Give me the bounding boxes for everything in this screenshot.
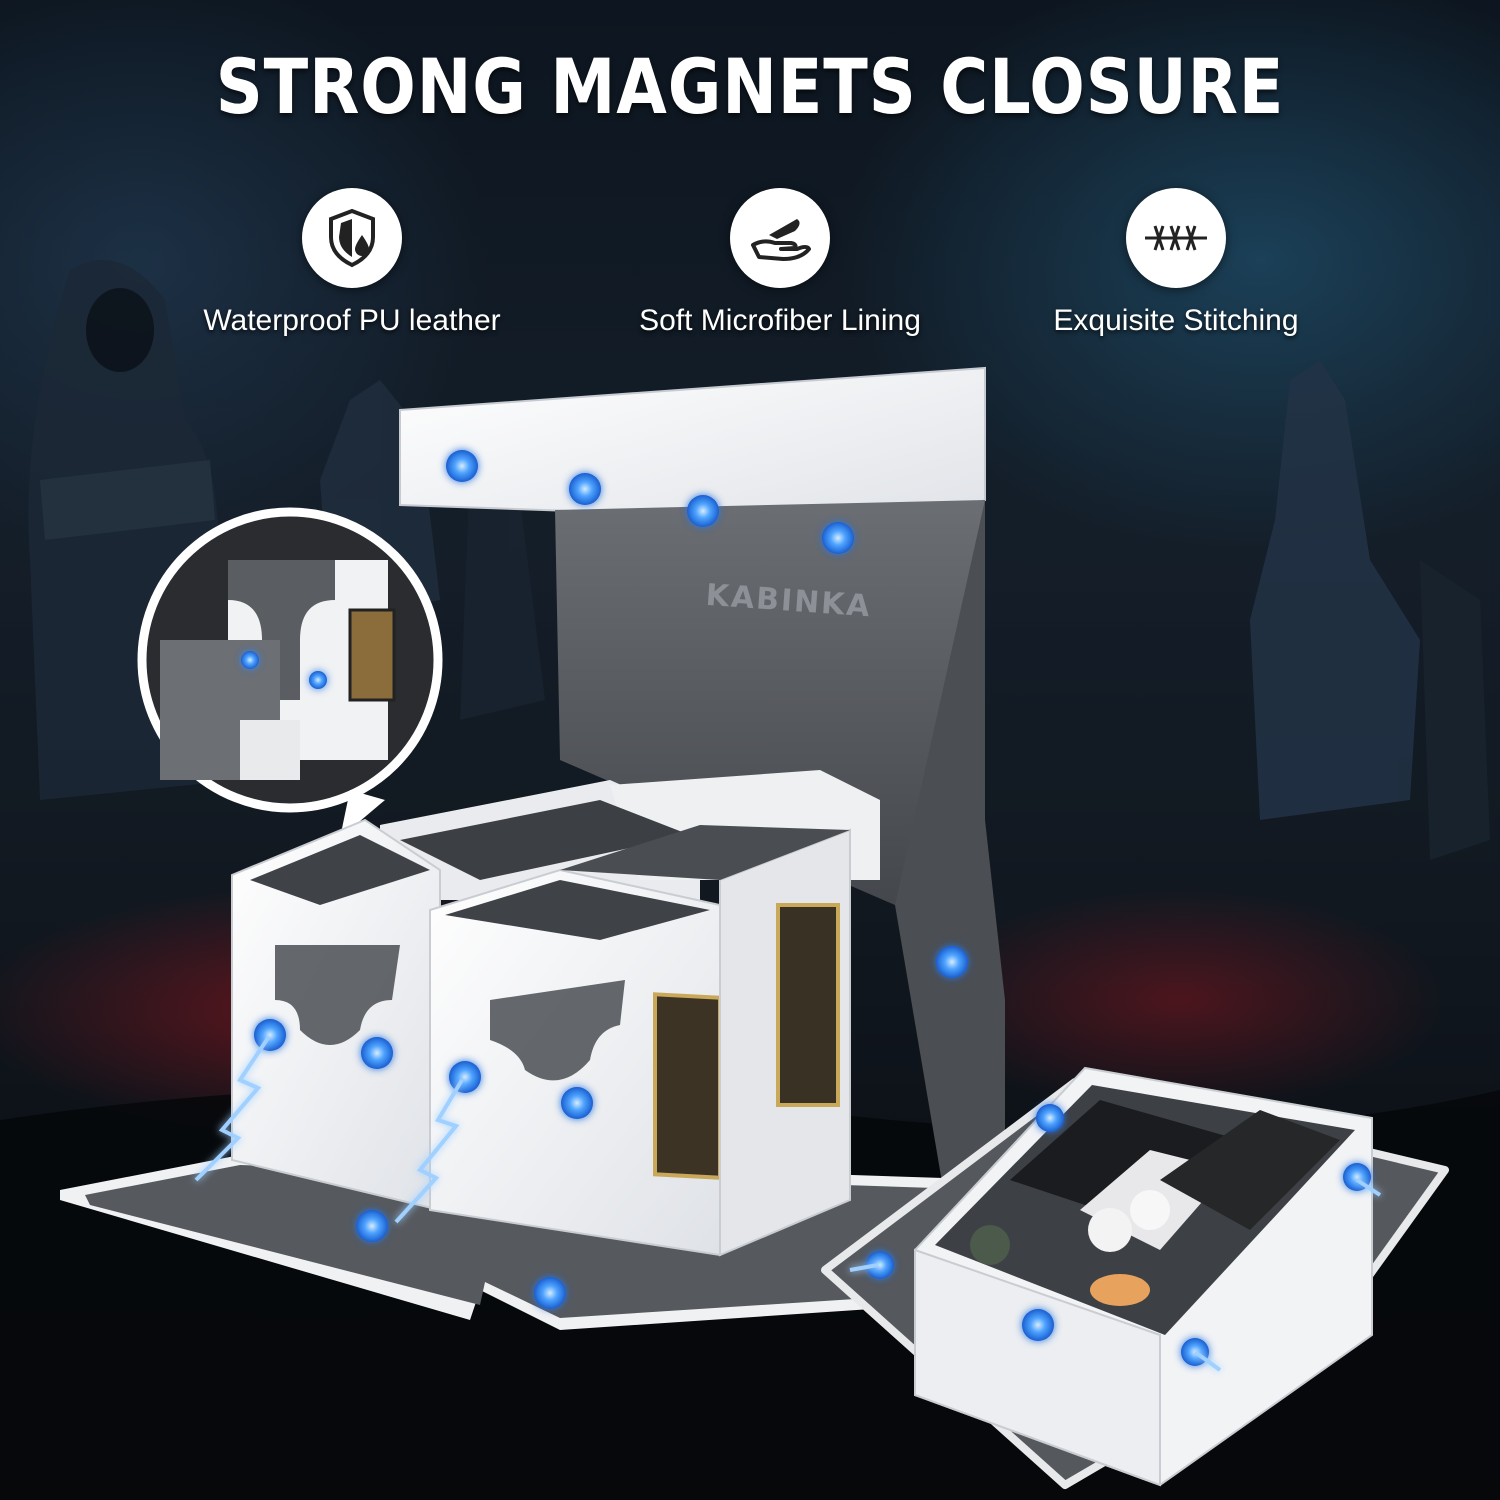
background-figure-right: [1250, 360, 1490, 860]
feature-label: Soft Microfiber Lining: [639, 304, 921, 337]
magnet-icon: [254, 1019, 286, 1051]
feature-badge: [302, 188, 402, 288]
magnet-icon: [361, 1037, 393, 1069]
magnet-icon: [534, 1277, 566, 1309]
magnet-icon: [1036, 1104, 1064, 1132]
magnet-icon: [356, 1210, 388, 1242]
feature-stitching: Exquisite Stitching: [996, 188, 1356, 338]
headline: STRONG MAGNETS CLOSURE: [215, 42, 1285, 131]
magnet-icon: [866, 1251, 894, 1279]
magnet-icon: [822, 522, 854, 554]
feature-label: Exquisite Stitching: [1053, 304, 1299, 337]
magnet-icon: [561, 1087, 593, 1119]
detail-magnifier: [137, 507, 443, 838]
dice-tray: [821, 1066, 1449, 1489]
magnet-icon: [446, 450, 478, 482]
magnet-icon: [449, 1061, 481, 1093]
magnet-icon: [687, 495, 719, 527]
magnet-icon: [936, 946, 968, 978]
lightning-effects: [194, 1036, 1382, 1372]
card-boxes: [231, 770, 880, 1257]
hand-feather-icon: [751, 219, 811, 261]
stitch-icon: [1145, 225, 1207, 251]
feature-badge: [1126, 188, 1226, 288]
magnet-icon: [1022, 1309, 1054, 1341]
feature-label: Waterproof PU leather: [203, 304, 501, 337]
shield-droplet-icon: [329, 208, 375, 268]
magnet-icon: [569, 473, 601, 505]
feature-waterproof: Waterproof PU leather: [172, 188, 532, 338]
feature-badge: [730, 188, 830, 288]
feature-microfiber: Soft Microfiber Lining: [600, 188, 960, 338]
dice-set: [970, 1100, 1340, 1306]
